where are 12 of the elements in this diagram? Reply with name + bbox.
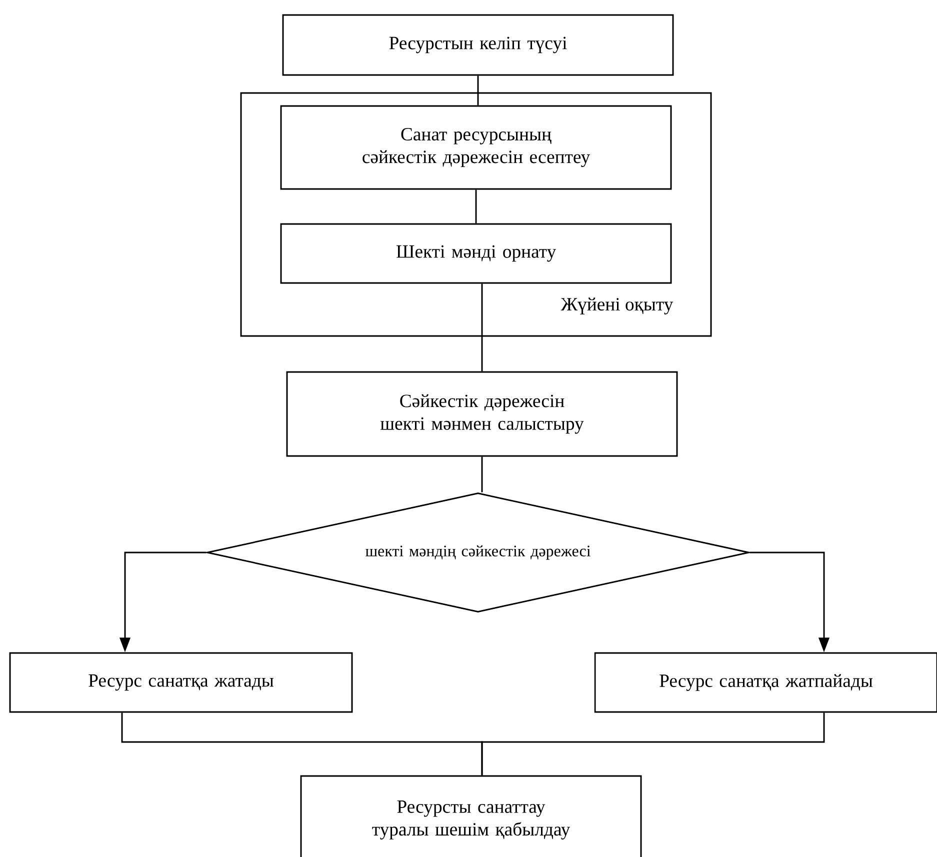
connector-line [477, 76, 479, 106]
process-box: Санат ресурсының сәйкестік дәрежесін есептеу [280, 105, 672, 190]
process-box: Ресурсты санаттау туралы шешім қабылдау [300, 775, 642, 857]
connector-line [475, 190, 477, 224]
process-box: Ресурстын келіп түсуі [282, 14, 674, 76]
process-box: Ресурс санатқа жатады [9, 652, 353, 713]
connector-line [481, 712, 825, 776]
connector-line [481, 284, 483, 372]
process-box: Сәйкестік дәрежесін шекті мәнмен салыстыру [286, 371, 678, 457]
process-box: Шекті мәнді орнату [280, 223, 672, 284]
connector-line [481, 456, 483, 492]
process-box: Ресурс санатқа жатпайады [594, 652, 937, 713]
